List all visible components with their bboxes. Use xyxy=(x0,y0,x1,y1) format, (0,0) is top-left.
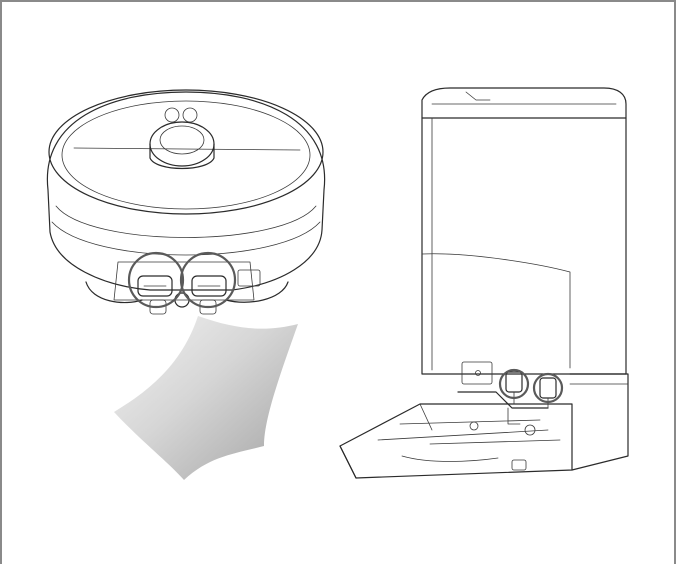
dock-contacts-highlight xyxy=(498,368,564,404)
auto-empty-dock xyxy=(339,87,629,479)
robot-vacuum xyxy=(46,89,326,315)
cleaning-cloth xyxy=(114,316,298,480)
charging-contacts-highlight xyxy=(127,251,237,309)
